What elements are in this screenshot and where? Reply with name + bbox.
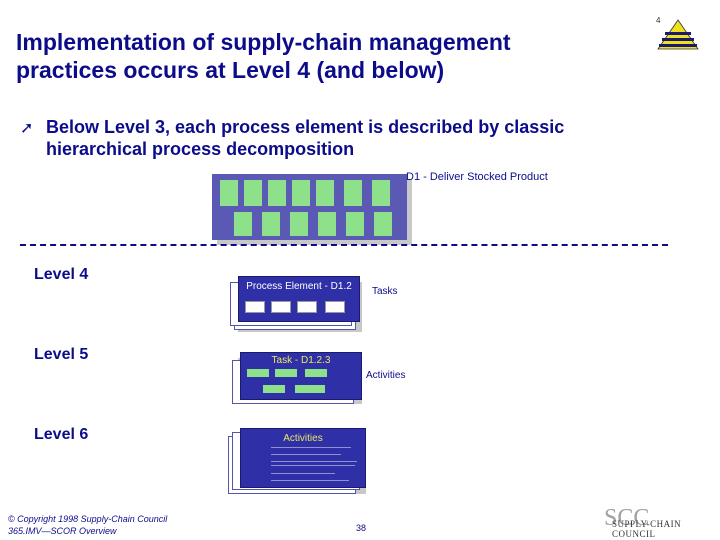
activity-line [271,480,349,481]
d1-process-panel [212,174,407,240]
activity-box [263,385,285,393]
slide-title: Implementation of supply-chain managemen… [16,28,636,84]
activity-box [275,369,297,377]
activity-line [271,473,335,474]
mini-process-box [290,212,308,236]
mini-process-box [292,180,310,206]
pyramid-icon [657,19,699,50]
bullet-arrow-icon: ➚ [20,120,34,137]
activity-line [271,465,355,466]
mini-process-box [344,180,362,206]
level-5-label: Level 5 [34,346,89,363]
dashed-divider [20,244,668,246]
mini-process-box [244,180,262,206]
level-4-label: Level 4 [34,266,89,283]
activity-box [247,369,269,377]
activity-line [271,461,357,462]
mini-process-box [262,212,280,236]
slide-number: 4 [656,16,661,25]
title-line-1: Implementation of supply-chain managemen… [16,29,511,55]
activities-callout: Activities [366,370,406,381]
logo-scc-mark: SCC [604,505,650,531]
mini-process-box [316,180,334,206]
mini-process-box [234,212,252,236]
page-number: 38 [356,523,367,533]
mini-process-box [318,212,336,236]
task-box [245,301,265,313]
activity-box [305,369,327,377]
logo-supply-chain-council: SUPPLY-CHAIN COUNCIL [612,519,682,539]
mini-process-box [372,180,390,206]
task-box [271,301,291,313]
mini-process-box [346,212,364,236]
document-id-text: 365.IMV—SCOR Overview [8,526,117,536]
task-panel: Task - D1.2.3 [240,352,362,400]
process-element-title: Process Element - D1.2 [246,281,352,292]
title-line-2: practices occurs at Level 4 (and below) [16,57,445,83]
tasks-callout: Tasks [372,286,398,297]
activity-box [295,385,325,393]
d1-title: D1 - Deliver Stocked Product [406,171,548,183]
activities-title: Activities [283,433,323,444]
mini-process-box [220,180,238,206]
process-element-panel: Process Element - D1.2 [238,276,360,322]
bullet-line-2: hierarchical process decomposition [46,139,355,159]
bullet-line-1: Below Level 3, each process element is d… [46,117,565,137]
copyright-text: © Copyright 1998 Supply-Chain Council [8,514,168,524]
mini-process-box [268,180,286,206]
activity-line [271,454,341,455]
activities-panel: Activities [240,428,366,488]
task-box [325,301,345,313]
task-box [297,301,317,313]
task-title: Task - D1.2.3 [271,355,331,366]
activity-line [271,447,351,448]
mini-process-box [374,212,392,236]
level-6-label: Level 6 [34,426,89,443]
bullet-text: Below Level 3, each process element is d… [46,116,666,160]
